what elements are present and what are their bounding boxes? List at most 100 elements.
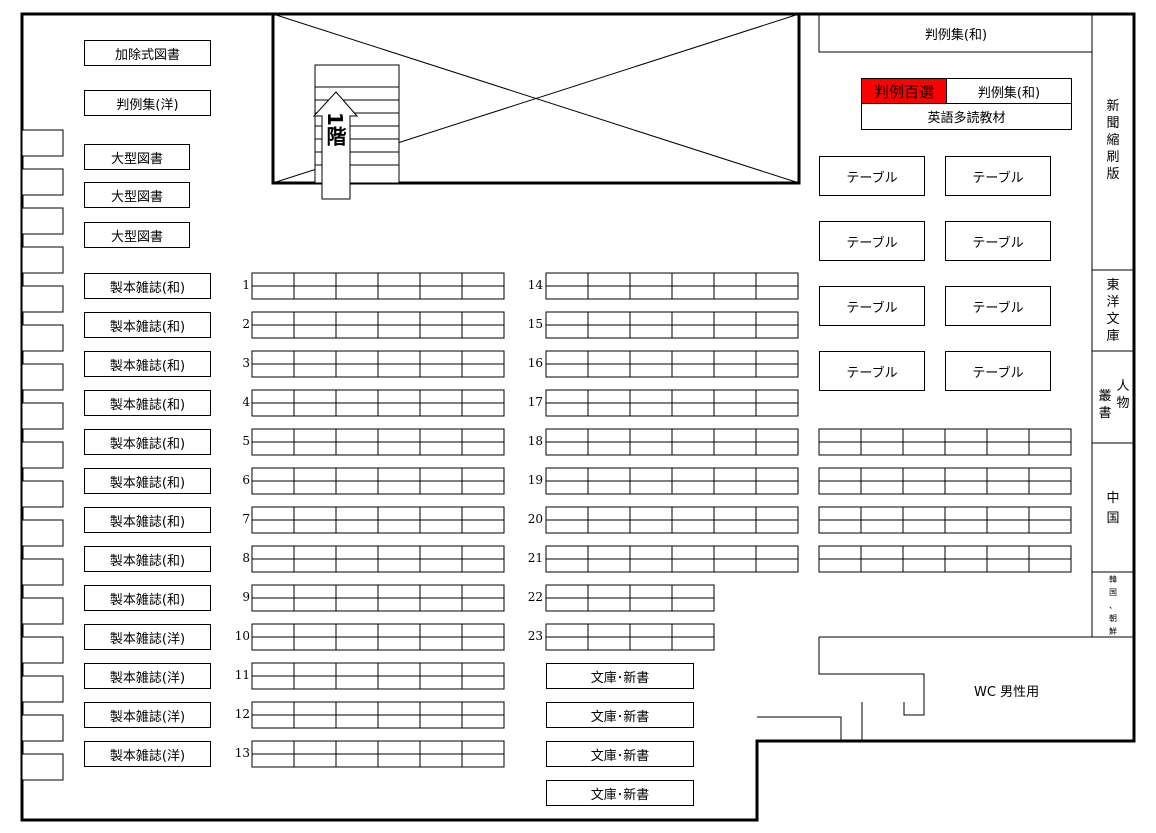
vertical-char: 縮 xyxy=(1106,133,1120,148)
shelf-number: 1 xyxy=(242,278,250,292)
vertical-char: 、 xyxy=(1109,601,1117,610)
wall-shelf-cell xyxy=(21,402,64,430)
eigo-tadoku-label: 英語多読教材 xyxy=(861,103,1072,130)
wall-shelf-cell xyxy=(21,168,64,196)
vertical-char: 刷 xyxy=(1106,150,1120,165)
vertical-char: 聞 xyxy=(1106,116,1120,131)
shelf-number: 15 xyxy=(527,317,543,331)
shelf-number: 3 xyxy=(242,356,250,370)
table: テーブル xyxy=(945,156,1051,196)
vertical-char: 鮮 xyxy=(1109,627,1117,636)
shelf-number: 8 xyxy=(242,551,250,565)
jinbutsu-label: 人物 xyxy=(1114,378,1132,412)
wall-shelf-cell xyxy=(21,714,64,742)
shelf-number: 18 xyxy=(527,434,543,448)
shelf-number: 6 xyxy=(242,473,250,487)
table: テーブル xyxy=(819,351,925,391)
shimbun-label: 新聞縮刷版 xyxy=(1104,98,1122,183)
vertical-char: 東 xyxy=(1106,278,1120,293)
wall-shelf-cell xyxy=(21,675,64,703)
wall-shelf-cell xyxy=(21,441,64,469)
bunko-label: 文庫･新書 xyxy=(546,663,694,689)
shelf-number: 7 xyxy=(242,512,250,526)
ogata-label-1: 大型図書 xyxy=(84,144,190,170)
wall-shelf-cell xyxy=(21,246,64,274)
seihon-yo-label: 製本雑誌(洋) xyxy=(84,624,211,650)
shelf-number: 20 xyxy=(527,512,543,526)
shelf-number: 23 xyxy=(527,629,543,643)
bunko-label: 文庫･新書 xyxy=(546,780,694,806)
seihon-wa-label: 製本雑誌(和) xyxy=(84,546,211,572)
shelf-number: 4 xyxy=(242,395,250,409)
stairs-arrow xyxy=(312,91,359,200)
hanreishu-yo-label: 判例集(洋) xyxy=(84,90,211,116)
vertical-char: 書 xyxy=(1098,406,1112,421)
table: テーブル xyxy=(819,221,925,261)
atrium-void xyxy=(271,12,801,185)
seihon-wa-label: 製本雑誌(和) xyxy=(84,351,211,377)
kankoku-label: 韓国、朝鮮 xyxy=(1106,573,1120,638)
ogata-label-3: 大型図書 xyxy=(84,222,190,248)
vertical-char: 文 xyxy=(1106,312,1120,327)
vertical-char: 韓 xyxy=(1109,575,1117,584)
shelf-number: 17 xyxy=(527,395,543,409)
shelf-number: 5 xyxy=(242,434,250,448)
shelf-number: 14 xyxy=(527,278,543,292)
kajoshiki-label: 加除式図書 xyxy=(84,40,211,66)
seihon-yo-label: 製本雑誌(洋) xyxy=(84,663,211,689)
vertical-char: 版 xyxy=(1106,167,1120,182)
vertical-char: 中 xyxy=(1106,491,1120,506)
wall-shelf-cell xyxy=(21,285,64,313)
seihon-wa-label: 製本雑誌(和) xyxy=(84,468,211,494)
table: テーブル xyxy=(819,156,925,196)
seihon-wa-label: 製本雑誌(和) xyxy=(84,429,211,455)
table: テーブル xyxy=(945,351,1051,391)
wall-shelf-cell xyxy=(21,207,64,235)
shelf-number: 19 xyxy=(527,473,543,487)
bunko-label: 文庫･新書 xyxy=(546,702,694,728)
toyo-bunko-label: 東洋文庫 xyxy=(1104,277,1122,345)
wall-shelf-cell xyxy=(21,558,64,586)
wall-shelf-cell xyxy=(21,519,64,547)
table: テーブル xyxy=(945,286,1051,326)
vertical-char: 洋 xyxy=(1106,295,1120,310)
sosho-label: 叢書 xyxy=(1096,388,1114,422)
wall-shelf-cell xyxy=(21,480,64,508)
seihon-wa-label: 製本雑誌(和) xyxy=(84,273,211,299)
shelf-number: 21 xyxy=(527,551,543,565)
floor-label: 1階 xyxy=(323,112,347,146)
outer-wall xyxy=(20,12,1136,822)
vertical-char: 新 xyxy=(1106,99,1120,114)
shelf-number: 16 xyxy=(527,356,543,370)
wall-shelf-cell xyxy=(21,636,64,664)
hanreishu-wa-label: 判例集(和) xyxy=(946,78,1072,104)
vertical-char: 国 xyxy=(1109,588,1117,597)
shelf-number: 13 xyxy=(234,746,250,760)
shelf-number: 2 xyxy=(242,317,250,331)
shelf-number: 9 xyxy=(242,590,250,604)
vertical-char: 叢 xyxy=(1098,389,1112,404)
vertical-char: 朝 xyxy=(1109,614,1117,623)
seihon-wa-label: 製本雑誌(和) xyxy=(84,312,211,338)
table: テーブル xyxy=(945,221,1051,261)
shelf-number: 11 xyxy=(234,668,250,682)
vertical-char: 人 xyxy=(1116,379,1130,394)
shelf-number: 12 xyxy=(234,707,250,721)
hanreishu-wa-top-label: 判例集(和) xyxy=(924,28,988,43)
vertical-char: 物 xyxy=(1116,396,1130,411)
chugoku-label: 中国 xyxy=(1104,489,1122,529)
seihon-yo-label: 製本雑誌(洋) xyxy=(84,741,211,767)
seihon-yo-label: 製本雑誌(洋) xyxy=(84,702,211,728)
vertical-char: 国 xyxy=(1106,511,1120,526)
bunko-label: 文庫･新書 xyxy=(546,741,694,767)
shelf-number: 10 xyxy=(234,629,250,643)
seihon-wa-label: 製本雑誌(和) xyxy=(84,507,211,533)
wc-label: WC 男性用 xyxy=(974,685,1040,700)
ogata-label-2: 大型図書 xyxy=(84,182,190,208)
wall-shelf-cell xyxy=(21,129,64,157)
hanrei-hyakusen-label: 判例百選 xyxy=(861,78,947,104)
wall-shelf-cell xyxy=(21,597,64,625)
seihon-wa-label: 製本雑誌(和) xyxy=(84,585,211,611)
